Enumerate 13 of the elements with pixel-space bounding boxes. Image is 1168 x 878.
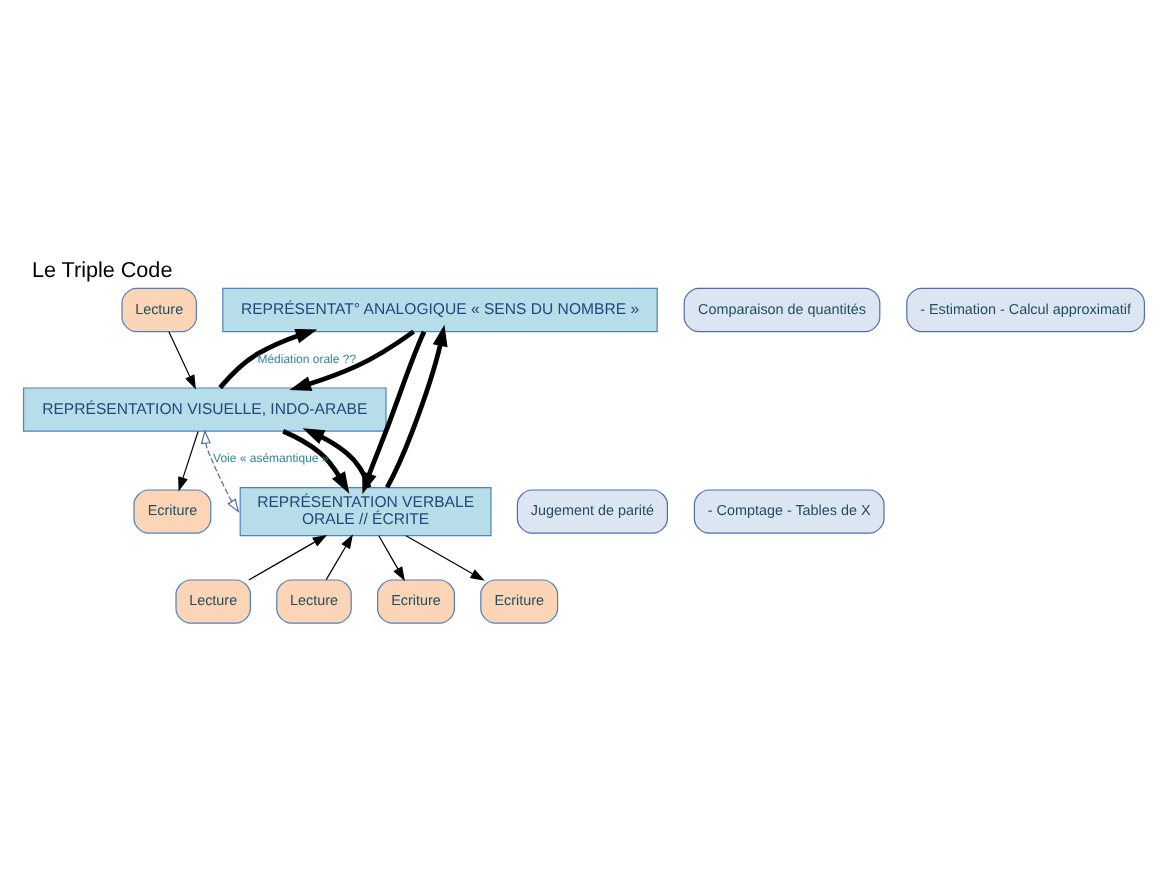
arrow: [302, 428, 372, 489]
arrow: [178, 430, 199, 492]
arrow: [168, 331, 196, 390]
arrow: [378, 535, 405, 582]
arrow: [325, 534, 353, 581]
diagram-title: Le Triple Code: [31, 258, 173, 283]
arrow: [218, 328, 318, 390]
arrow: [200, 429, 240, 514]
arrow: [248, 534, 328, 581]
arrow: [289, 329, 416, 391]
arrow: [282, 429, 350, 494]
arrow: [405, 535, 485, 581]
arrow: [385, 324, 448, 489]
